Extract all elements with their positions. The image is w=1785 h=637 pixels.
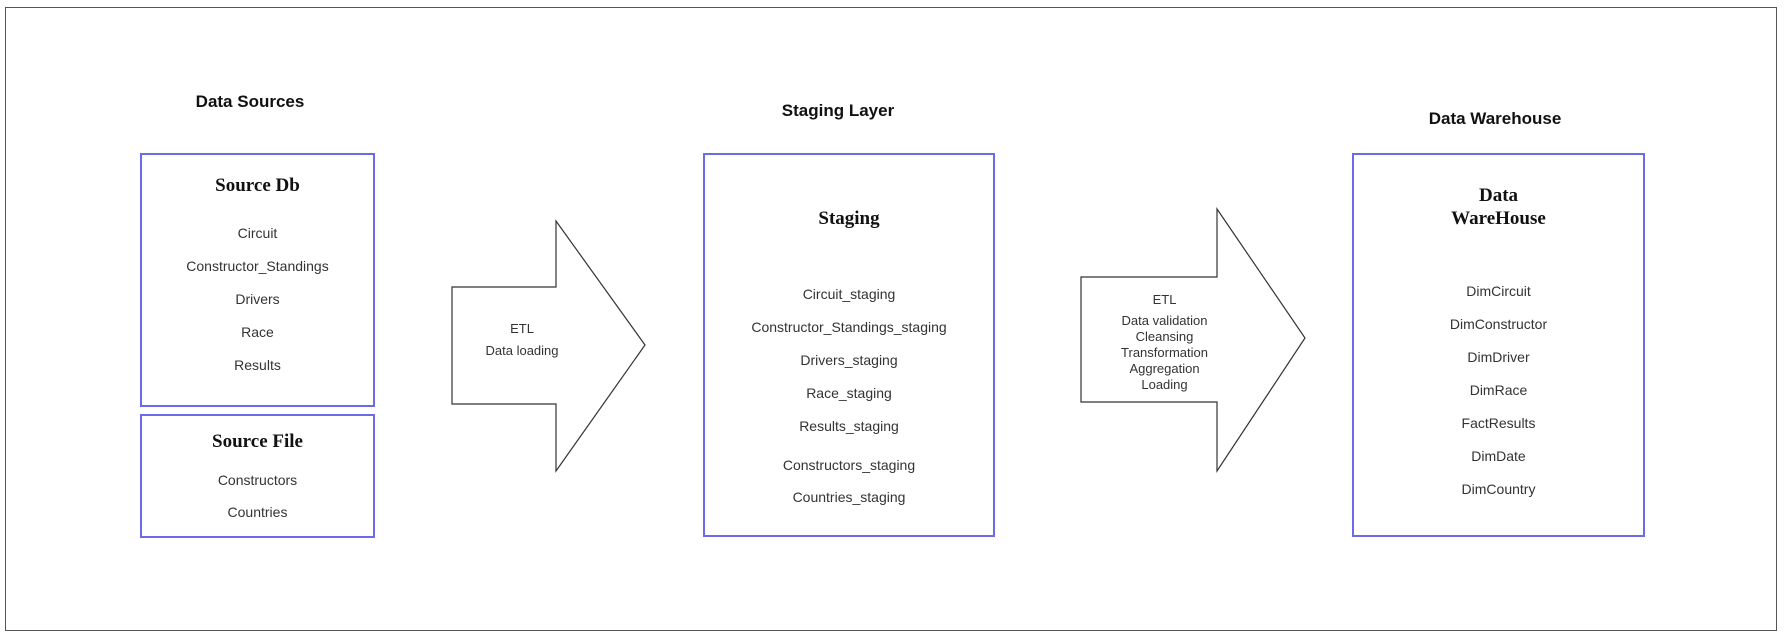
etl-arrow-2-line: Data validation [1121,313,1208,328]
source-db-item: Constructor_Standings [186,258,329,274]
warehouse-item: DimCircuit [1466,283,1531,299]
warehouse-item: DimRace [1469,382,1528,398]
heading-data-warehouse: Data Warehouse [1428,109,1562,128]
staging-item: Constructors_staging [782,457,916,473]
source-file-item: Constructors [217,472,298,488]
staging-item: Constructor_Standings_staging [751,319,947,335]
etl-arrow-1-line: Data loading [485,343,559,358]
staging-item: Results_staging [799,418,899,434]
source-db-title: Source Db [215,175,300,196]
source-db-item: Drivers [235,291,280,307]
warehouse-item: DimCountry [1461,481,1536,497]
etl-arrow-2-line: Transformation [1121,345,1208,360]
warehouse-item: DimConstructor [1449,316,1548,332]
warehouse-item: DimDate [1471,448,1526,464]
source-file-item: Countries [227,504,288,520]
diagram-frame [5,7,1777,631]
warehouse-item: DimDriver [1467,349,1530,365]
etl-arrow-2-line: ETL [1152,292,1177,307]
warehouse-box: Data WareHouse DimCircuit DimConstructor… [1352,153,1645,537]
warehouse-title: Data WareHouse [1451,185,1546,229]
etl-arrow-1-label: ETL Data loading [452,321,592,359]
etl-arrow-2-line: Loading [1141,377,1188,392]
staging-title: Staging [818,208,880,229]
etl-arrow-2-line: Aggregation [1129,361,1200,376]
etl-arrow-1-line: ETL [510,321,534,336]
source-file-box: Source File Constructors Countries [140,414,375,538]
warehouse-item: FactResults [1461,415,1536,431]
source-db-item: Race [241,324,274,340]
heading-staging-layer: Staging Layer [781,101,895,120]
source-db-box: Source Db Circuit Constructor_Standings … [140,153,375,407]
staging-item: Race_staging [806,385,892,401]
source-db-item: Circuit [237,225,278,241]
staging-item: Circuit_staging [802,286,896,302]
staging-item: Drivers_staging [800,352,898,368]
etl-arrow-2-label: ETL Data validation Cleansing Transforma… [1081,292,1248,393]
staging-box: Staging Circuit_staging Constructor_Stan… [703,153,995,537]
source-db-item: Results [234,357,281,373]
source-file-title: Source File [212,431,303,452]
staging-item: Countries_staging [792,489,906,505]
heading-data-sources: Data Sources [195,92,305,111]
etl-arrow-2-line: Cleansing [1135,329,1194,344]
